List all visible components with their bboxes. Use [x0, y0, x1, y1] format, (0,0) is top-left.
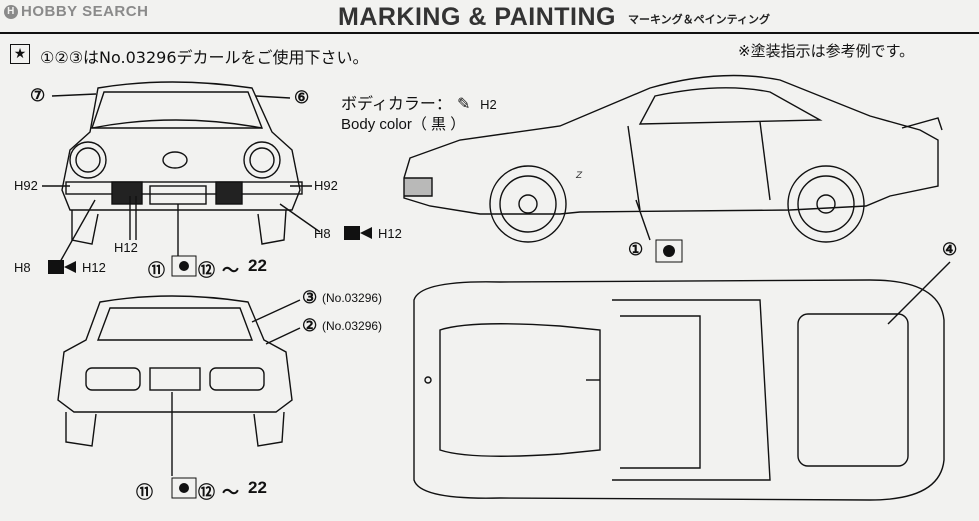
mix-label-left-a: H8	[14, 260, 31, 275]
callout-7: ⑦	[30, 86, 46, 105]
decal-plate-front-range-b: 22	[248, 256, 267, 275]
decal-note: ★ ①②③はNo.03296デカールをご使用下さい。	[10, 44, 369, 68]
body-color-jp-label: ボディカラー：	[341, 94, 452, 113]
page-title: MARKING & PAINTING	[338, 3, 616, 31]
rear-view-car	[57, 295, 293, 447]
callout-1: ①	[628, 240, 644, 259]
paint-label-left: H92	[14, 178, 38, 193]
callout-2: ②	[302, 316, 318, 335]
decal-plate-front-range-sep: 〜	[222, 261, 239, 280]
body-color-code: H2	[480, 97, 497, 112]
logo-icon: H	[4, 4, 18, 19]
page-title-jp: マーキング＆ペインティング	[628, 13, 771, 26]
mix-label-right-b: H12	[378, 226, 402, 241]
body-color-en: Body color（ 黒 ）	[341, 116, 466, 133]
decal-plate-rear: ⑪	[136, 483, 153, 502]
decal-plate-rear-range-sep: 〜	[222, 483, 239, 502]
front-view-car	[61, 81, 303, 245]
callout-3: ③	[302, 288, 318, 307]
svg-text:Z: Z	[575, 171, 583, 181]
decal-plate-rear-range-b: 22	[248, 478, 267, 497]
brush-icon: ✎	[456, 94, 471, 113]
decal-note-text: ①②③はNo.03296デカールをご使用下さい。	[40, 48, 369, 67]
body-color-jp: ボディカラー： ✎ H2	[341, 90, 497, 114]
decal-plate-front-range-a: ⑫	[198, 261, 215, 280]
decal-plate-rear-range-a: ⑫	[198, 483, 215, 502]
decal-plate-front: ⑪	[148, 261, 165, 280]
mix-label-left-b: H12	[82, 260, 106, 275]
reference-note: ※塗装指示は参考例です。	[738, 42, 915, 60]
callout-2-ref: (No.03296)	[322, 319, 383, 333]
callout-4: ④	[942, 240, 958, 259]
paint-label-center: H12	[114, 240, 138, 255]
hobby-search-logo: H HOBBY SEARCH	[4, 3, 148, 20]
top-view-car	[413, 279, 945, 501]
paint-label-right: H92	[314, 178, 338, 193]
side-view-car: Z	[403, 74, 943, 243]
callout-3-ref: (No.03296)	[322, 291, 383, 305]
mix-label-right-a: H8	[314, 226, 331, 241]
star-icon: ★	[10, 44, 30, 64]
logo-text: HOBBY SEARCH	[21, 3, 149, 20]
mix-icons	[48, 226, 683, 499]
callout-6: ⑥	[294, 88, 310, 107]
